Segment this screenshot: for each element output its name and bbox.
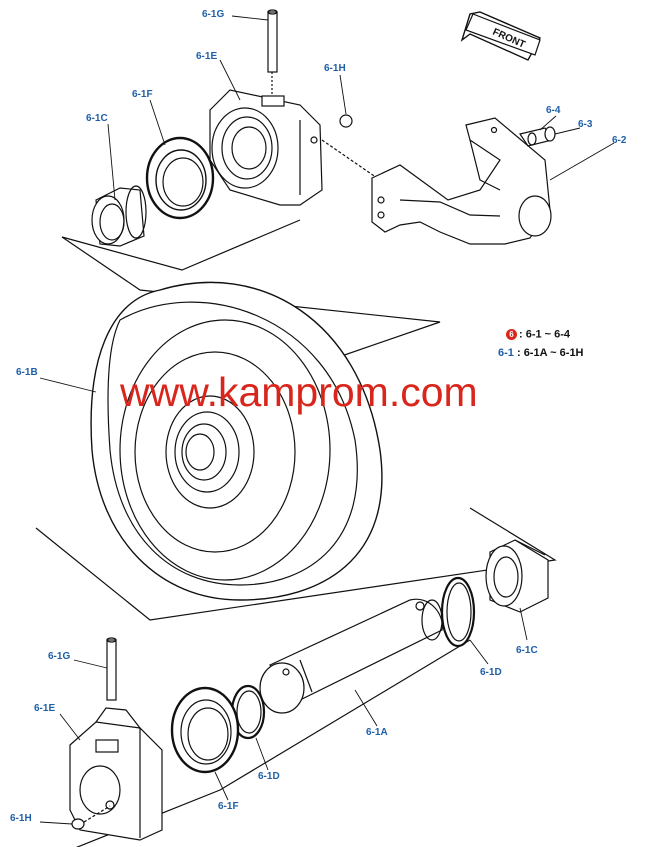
label-6-2: 6-2 (612, 135, 627, 146)
label-6-1H-top: 6-1H (324, 63, 346, 74)
label-6-1G-bottom: 6-1G (48, 651, 71, 662)
label-6-1F-bottom: 6-1F (218, 801, 239, 812)
label-6-4: 6-4 (546, 105, 561, 116)
label-6-1B: 6-1B (16, 367, 38, 378)
bushing-top (91, 185, 147, 247)
seal-top (145, 136, 215, 220)
bolt-top (321, 114, 381, 181)
label-6-1G-top: 6-1G (202, 9, 225, 20)
watermark: www.kamprom.com (120, 369, 478, 415)
label-6-1E-top: 6-1E (196, 51, 218, 62)
middle-plane (35, 507, 557, 621)
label-6-1D-bottom: 6-1D (258, 771, 280, 782)
bushing-bottom (485, 539, 549, 613)
front-arrow-icon: FRONT (460, 11, 541, 61)
shaft (259, 598, 443, 714)
support-bracket (371, 117, 552, 245)
legend-line-2: 6-1 : 6-1A ~ 6-1H (498, 348, 584, 359)
label-6-1H-bottom: 6-1H (10, 813, 32, 824)
idler-wheel (90, 281, 383, 601)
oring-right (440, 576, 476, 648)
legend-line-2-range: : 6-1A ~ 6-1H (516, 347, 584, 359)
legend-line-2-code: 6-1 (498, 347, 514, 359)
label-6-1F-top: 6-1F (132, 89, 153, 100)
label-6-1A: 6-1A (366, 727, 388, 738)
top-plane-line (61, 219, 301, 271)
legend-line-1-text: : 6-1 ~ 6-4 (519, 328, 571, 341)
pin-top (267, 9, 278, 98)
seal-bottom (170, 686, 240, 774)
label-6-1C-bottom: 6-1C (516, 645, 538, 656)
bracket-bottom (69, 707, 163, 841)
leader-lines (39, 15, 615, 825)
label-6-1C-top: 6-1C (86, 113, 108, 124)
label-6-1D-right: 6-1D (480, 667, 502, 678)
label-6-3: 6-3 (578, 119, 593, 130)
bracket-top (209, 89, 323, 206)
pin-bottom (106, 637, 117, 701)
label-6-1E-bottom: 6-1E (34, 703, 56, 714)
legend-badge: 6 (506, 329, 517, 340)
legend-line-1: 6: 6-1 ~ 6-4 (506, 329, 570, 340)
bolt-washer-group (519, 126, 556, 147)
